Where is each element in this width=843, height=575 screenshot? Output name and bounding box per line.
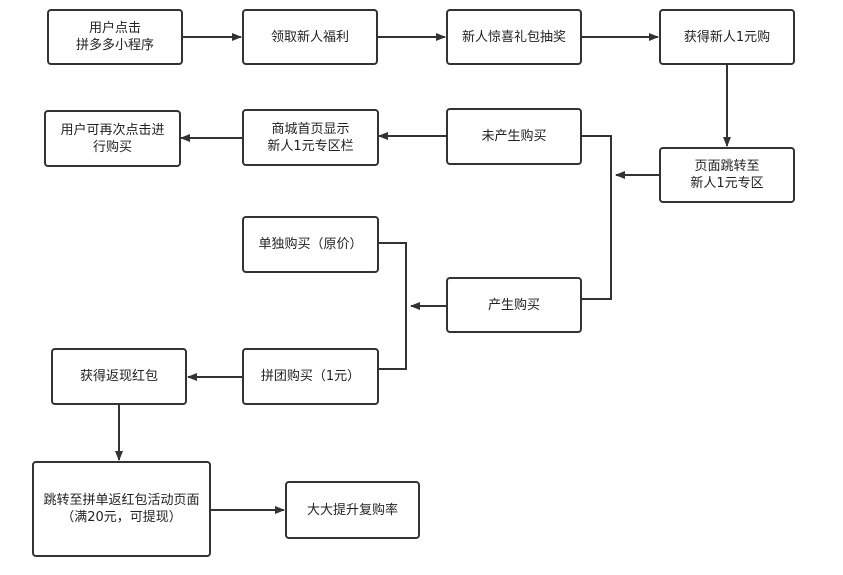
node-purchased: 产生购买 [446, 277, 582, 333]
node-cashback-red-packet: 获得返现红包 [51, 348, 187, 405]
purchase-bracket [378, 242, 407, 370]
node-homepage-1yuan-zone: 商城首页显示 新人1元专区栏 [242, 109, 379, 166]
branch-bracket [581, 135, 612, 300]
node-solo-buy: 单独购买（原价） [242, 216, 379, 273]
node-user-click-miniprogram: 用户点击 拼多多小程序 [47, 9, 183, 65]
node-newcomer-lottery: 新人惊喜礼包抽奖 [446, 9, 582, 65]
node-repurchase-rate: 大大提升复购率 [285, 481, 420, 539]
node-user-click-again: 用户可再次点击进 行购买 [44, 110, 181, 167]
node-claim-newcomer-benefit: 领取新人福利 [242, 9, 378, 65]
node-get-1yuan-purchase: 获得新人1元购 [659, 9, 795, 65]
node-group-buy: 拼团购买（1元） [242, 348, 379, 405]
node-activity-page: 跳转至拼单返红包活动页面 （满20元，可提现） [32, 461, 211, 557]
node-not-purchased: 未产生购买 [446, 108, 582, 165]
node-page-jump-1yuan-zone: 页面跳转至 新人1元专区 [659, 147, 795, 203]
